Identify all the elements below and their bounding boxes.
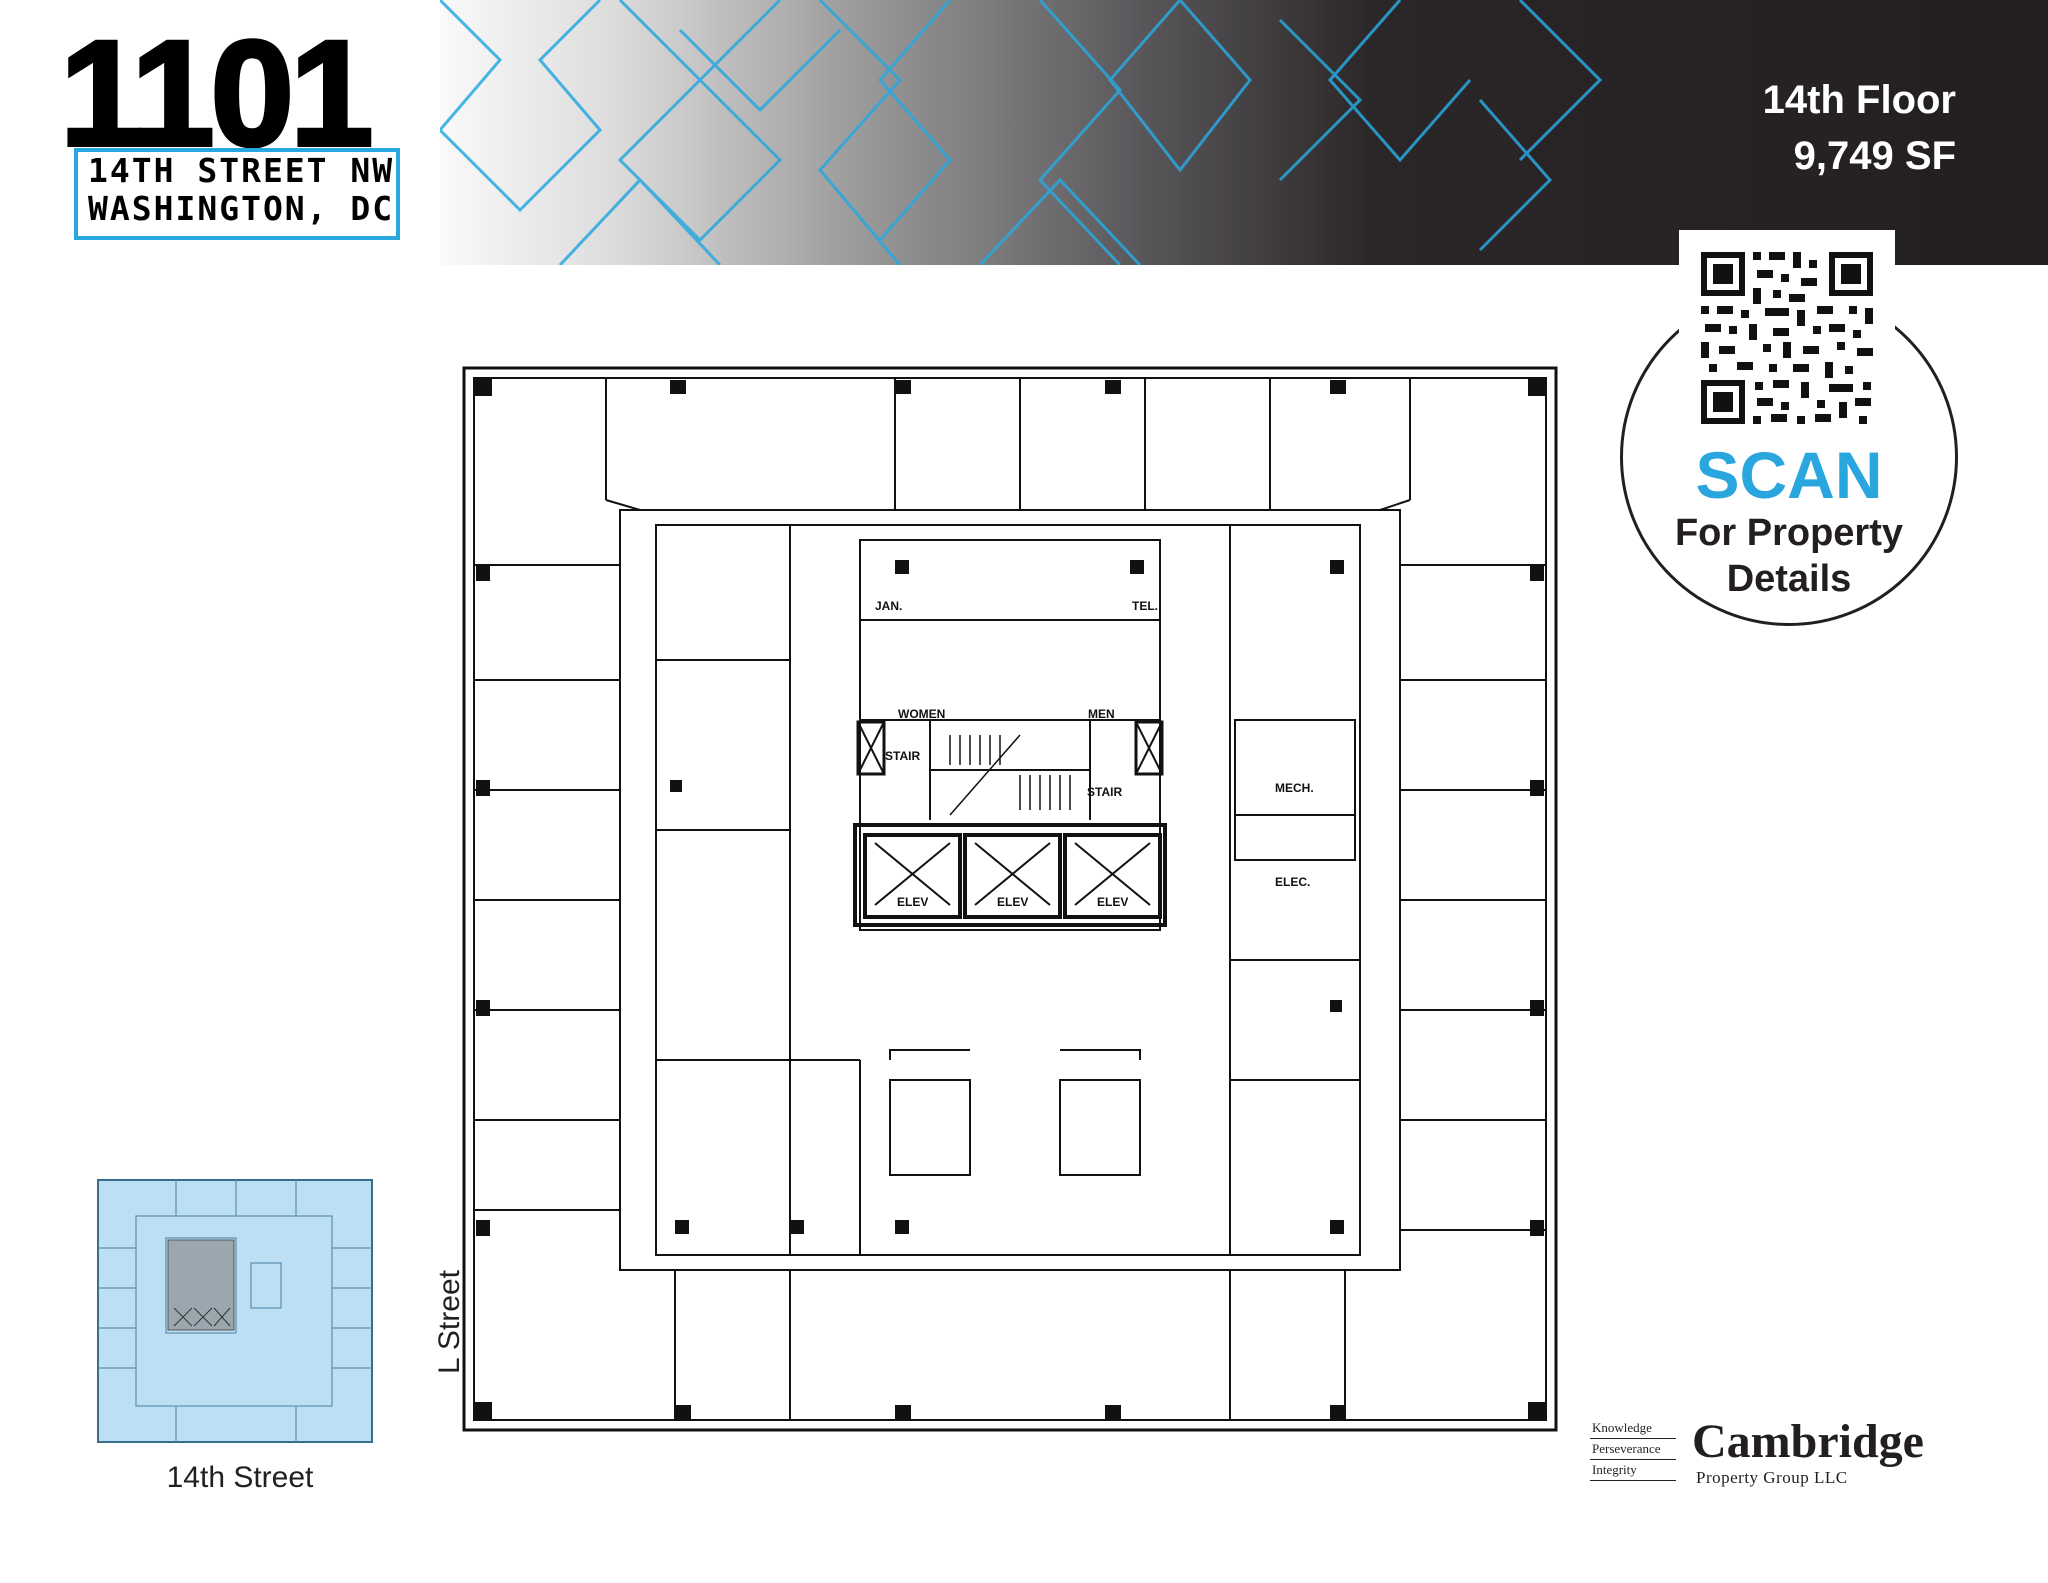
label-elev-3: ELEV bbox=[1097, 895, 1128, 909]
scan-title: SCAN bbox=[1695, 438, 1883, 512]
floor-plan: JAN. TEL. WOMEN MEN STAIR STAIR MECH. EL… bbox=[462, 366, 1558, 1432]
floor-area: 9,749 SF bbox=[1793, 134, 1956, 178]
scan-text: SCAN For Property Details bbox=[1620, 440, 1958, 602]
scan-subtitle-2: Details bbox=[1726, 558, 1852, 600]
scan-subtitle-1: For Property bbox=[1674, 512, 1904, 554]
address-line-1: 14TH STREET NW bbox=[88, 151, 395, 190]
building-number: 1101 bbox=[58, 9, 375, 177]
label-elev-1: ELEV bbox=[897, 895, 928, 909]
company-tagline: Knowledge Perseverance Integrity bbox=[1590, 1418, 1676, 1481]
address-box: 14TH STREET NW WASHINGTON, DC bbox=[74, 148, 400, 240]
tagline-integrity: Integrity bbox=[1590, 1460, 1676, 1481]
label-men: MEN bbox=[1088, 707, 1115, 721]
scan-circle bbox=[1620, 288, 1958, 626]
qr-code[interactable] bbox=[1679, 230, 1895, 440]
label-elev-2: ELEV bbox=[997, 895, 1028, 909]
floor-info: 14th Floor 9,749 SF bbox=[1763, 76, 1956, 188]
label-jan: JAN. bbox=[875, 599, 902, 613]
company-subname: Property Group LLC bbox=[1696, 1468, 1848, 1487]
header-pattern bbox=[437, 0, 1603, 265]
label-stair-right: STAIR bbox=[1087, 785, 1122, 799]
qr-code-icon bbox=[1679, 230, 1895, 440]
label-mech: MECH. bbox=[1275, 781, 1314, 795]
label-women: WOMEN bbox=[898, 707, 945, 721]
label-l-street: L Street bbox=[433, 1270, 466, 1374]
floor-name: 14th Floor bbox=[1762, 78, 1956, 122]
label-elec: ELEC. bbox=[1275, 875, 1310, 889]
label-tel: TEL. bbox=[1132, 599, 1158, 613]
logo-area: 1101 14TH STREET NW WASHINGTON, DC bbox=[0, 0, 440, 265]
key-plan bbox=[97, 1179, 373, 1443]
address-line-2: WASHINGTON, DC bbox=[88, 189, 395, 228]
company-name: Cambridge bbox=[1692, 1415, 1924, 1468]
tagline-knowledge: Knowledge bbox=[1590, 1418, 1676, 1439]
tagline-perseverance: Perseverance bbox=[1590, 1439, 1676, 1460]
label-stair-left: STAIR bbox=[885, 749, 920, 763]
label-14th-street: 14th Street bbox=[166, 1461, 314, 1494]
